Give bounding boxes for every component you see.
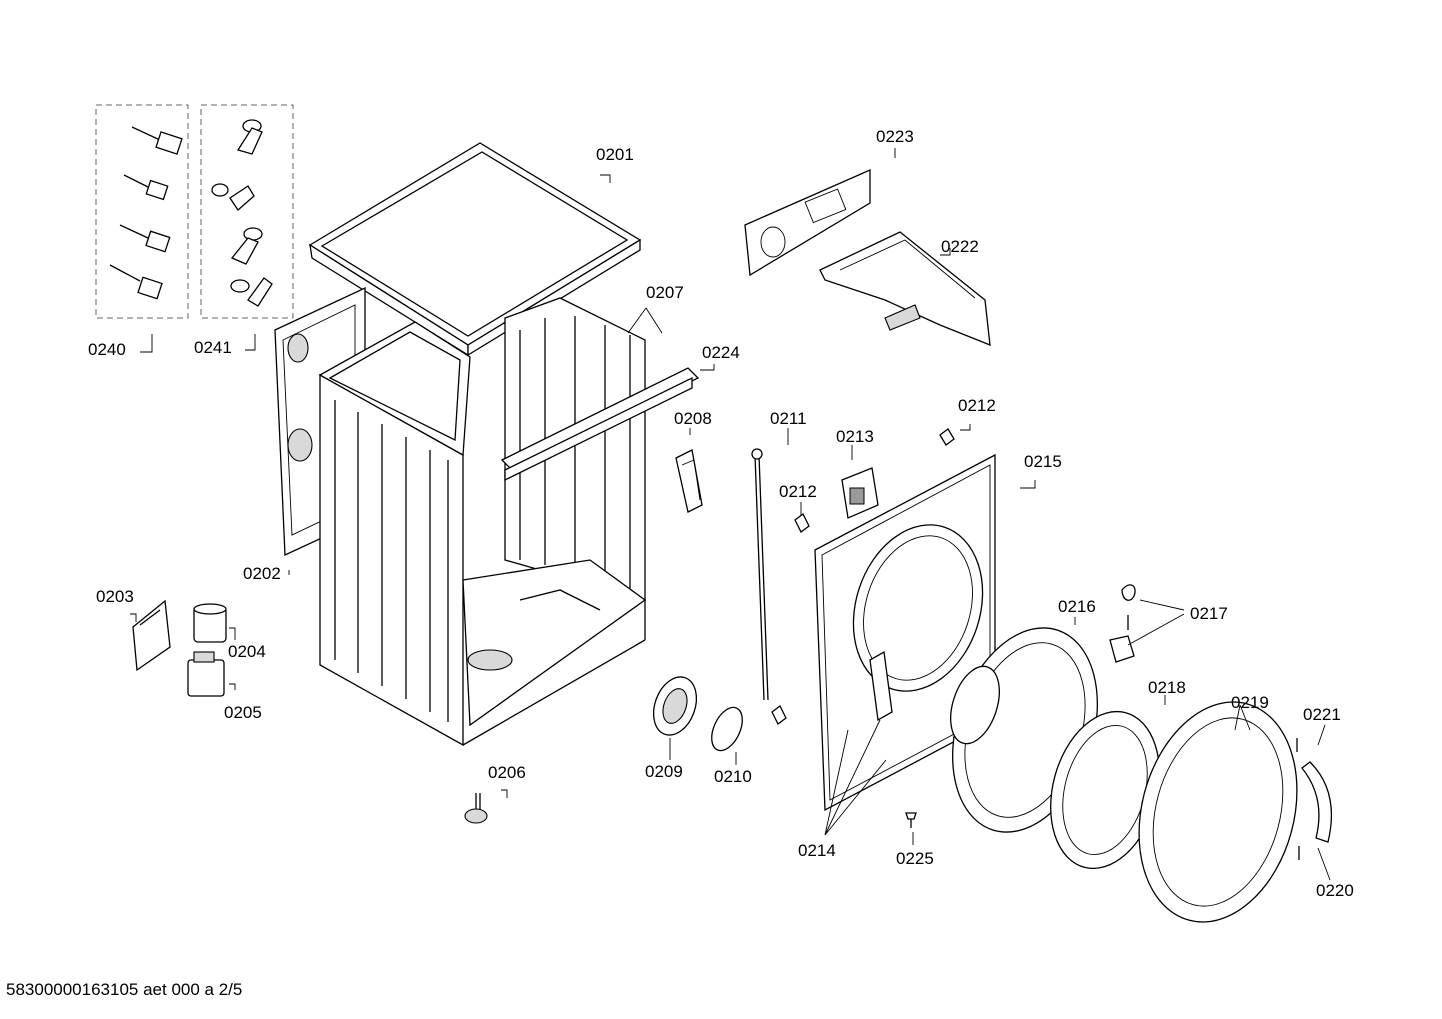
kit-0241-drawing (200, 104, 294, 319)
filter-0204 (193, 603, 227, 643)
hinge-0217 (1109, 584, 1136, 663)
bracket-0208 (675, 449, 703, 513)
label-0203: 0203 (96, 587, 134, 606)
label-0240: 0240 (88, 340, 126, 359)
label-0201: 0201 (596, 145, 634, 164)
bracket-0203 (132, 599, 171, 672)
label-0222: 0222 (941, 237, 979, 256)
label-0211: 0211 (770, 409, 807, 428)
label-0207: 0207 (646, 283, 684, 302)
rod-0211 (751, 448, 769, 701)
filter-0205 (187, 651, 225, 697)
cover-0210 (711, 706, 743, 752)
cabinet-frame (318, 297, 700, 747)
label-0206: 0206 (488, 763, 526, 782)
door-outer-ring-0219 (1138, 701, 1298, 923)
foot-0206 (464, 793, 488, 824)
label-0219: 0219 (1231, 693, 1269, 712)
label-0223: 0223 (876, 127, 914, 146)
label-0225: 0225 (896, 849, 934, 868)
ring-0209 (652, 676, 698, 736)
label-0224: 0224 (702, 343, 740, 362)
label-0215: 0215 (1024, 452, 1062, 471)
label-0214: 0214 (798, 841, 836, 860)
part-labels: 0201 0202 0203 0204 0205 0206 0207 0208 … (88, 127, 1354, 900)
label-0209: 0209 (645, 762, 683, 781)
label-0241: 0241 (194, 338, 232, 357)
screw-0225 (905, 812, 917, 828)
label-0218: 0218 (1148, 678, 1186, 697)
front-panel-0215 (814, 453, 996, 812)
label-0212-lower: 0212 (779, 482, 817, 501)
door-lock-0213 (841, 467, 879, 519)
label-0202: 0202 (243, 564, 281, 583)
label-0210: 0210 (714, 767, 752, 786)
control-panel-0223 (744, 169, 871, 277)
label-0208: 0208 (674, 409, 712, 428)
label-0204: 0204 (228, 642, 266, 661)
document-id-footer: 58300000163105 aet 000 a 2/5 (6, 980, 243, 999)
label-0212-upper: 0212 (958, 396, 996, 415)
kit-0240-drawing (95, 104, 189, 319)
door-handle-0220 (1296, 738, 1333, 860)
label-0220: 0220 (1316, 881, 1354, 900)
leader-lines (130, 148, 1331, 881)
label-0216: 0216 (1058, 597, 1096, 616)
label-0217: 0217 (1190, 604, 1228, 623)
label-0205: 0205 (224, 703, 262, 722)
clip-0212-upper (939, 428, 955, 446)
control-bracket-0222 (819, 231, 991, 347)
label-0213: 0213 (836, 427, 874, 446)
label-0221: 0221 (1303, 705, 1341, 724)
clip-0212-lower (771, 513, 810, 725)
